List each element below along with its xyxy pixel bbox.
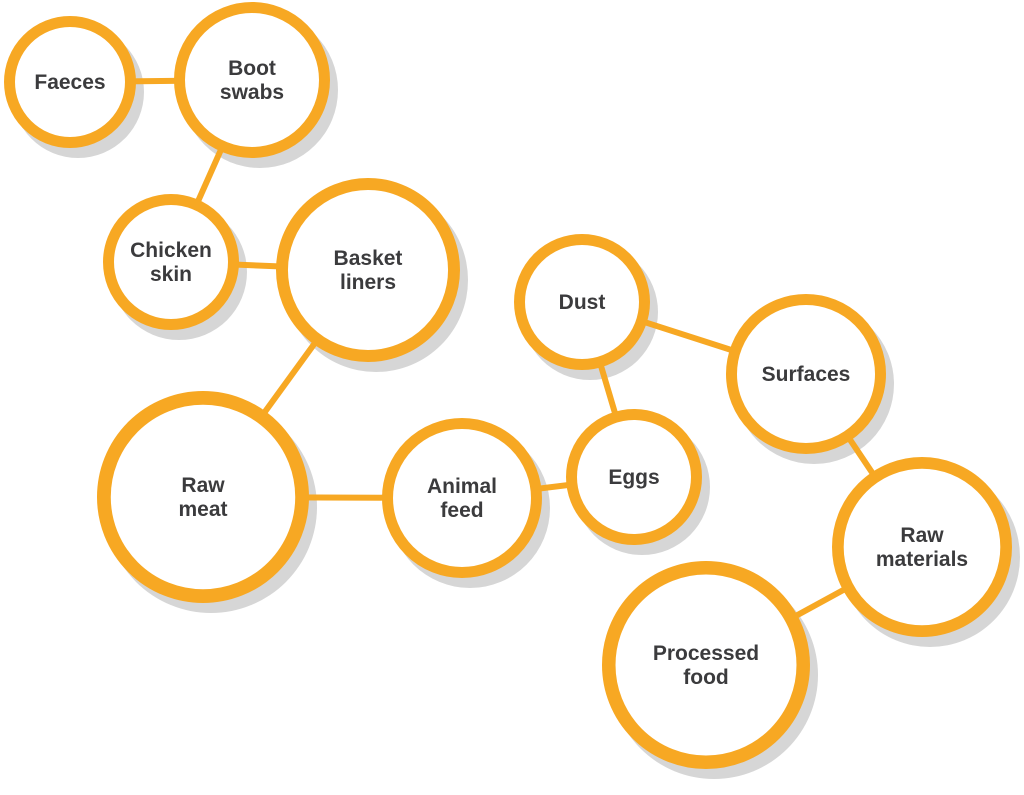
node-circle	[831, 457, 1012, 638]
node-circle	[382, 418, 542, 578]
node-eggs: Eggs	[566, 409, 702, 545]
node-label: food	[683, 666, 728, 689]
node-faeces: Faeces	[4, 16, 136, 148]
node-circle	[726, 294, 886, 454]
node-circle	[96, 391, 310, 604]
node-label: Boot	[228, 57, 276, 80]
node-label: Raw	[181, 474, 225, 497]
node-label: Eggs	[608, 466, 659, 489]
node-label: Faeces	[34, 71, 105, 94]
node-label: Chicken	[130, 239, 212, 262]
node-label: Processed	[653, 642, 759, 665]
node-label: swabs	[220, 81, 284, 104]
node-label: materials	[876, 548, 968, 571]
node-circle	[103, 194, 239, 330]
node-label: Dust	[559, 291, 606, 314]
node-label: Animal	[427, 475, 497, 498]
node-circle	[4, 16, 136, 148]
node-label: Raw	[900, 524, 944, 547]
node-label: meat	[178, 498, 227, 521]
node-circle	[276, 178, 461, 363]
node-circle	[602, 561, 811, 770]
node-circle	[514, 234, 650, 370]
node-label: Surfaces	[762, 363, 851, 386]
node-circle	[566, 409, 702, 545]
node-label: feed	[440, 499, 483, 522]
node-dust: Dust	[514, 234, 650, 370]
node-surfaces: Surfaces	[726, 294, 886, 454]
node-label: Basket	[334, 247, 403, 270]
node-label: skin	[150, 263, 192, 286]
node-label: liners	[340, 271, 396, 294]
node-circle	[174, 2, 330, 158]
